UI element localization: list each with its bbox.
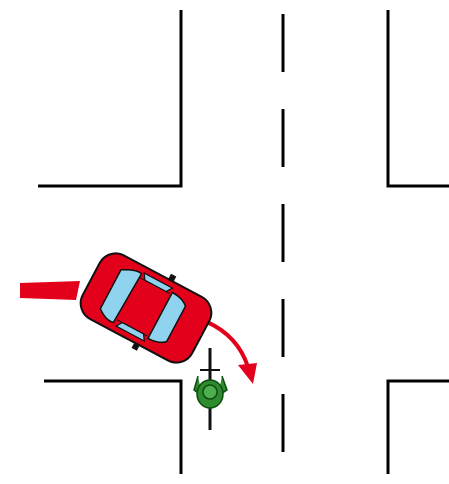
car-icon: [79, 252, 213, 364]
road-markings: [38, 10, 449, 474]
curb-top-left: [38, 10, 183, 188]
car-trail: [20, 281, 80, 300]
curb-bottom-right: [386, 379, 449, 474]
front-windshield: [146, 291, 187, 344]
curb-top-right: [386, 10, 449, 188]
cyclist-icon: [193, 348, 228, 430]
turn-arrow-icon: [206, 320, 257, 384]
curb-bottom-left: [44, 379, 183, 474]
rear-window: [99, 269, 143, 324]
